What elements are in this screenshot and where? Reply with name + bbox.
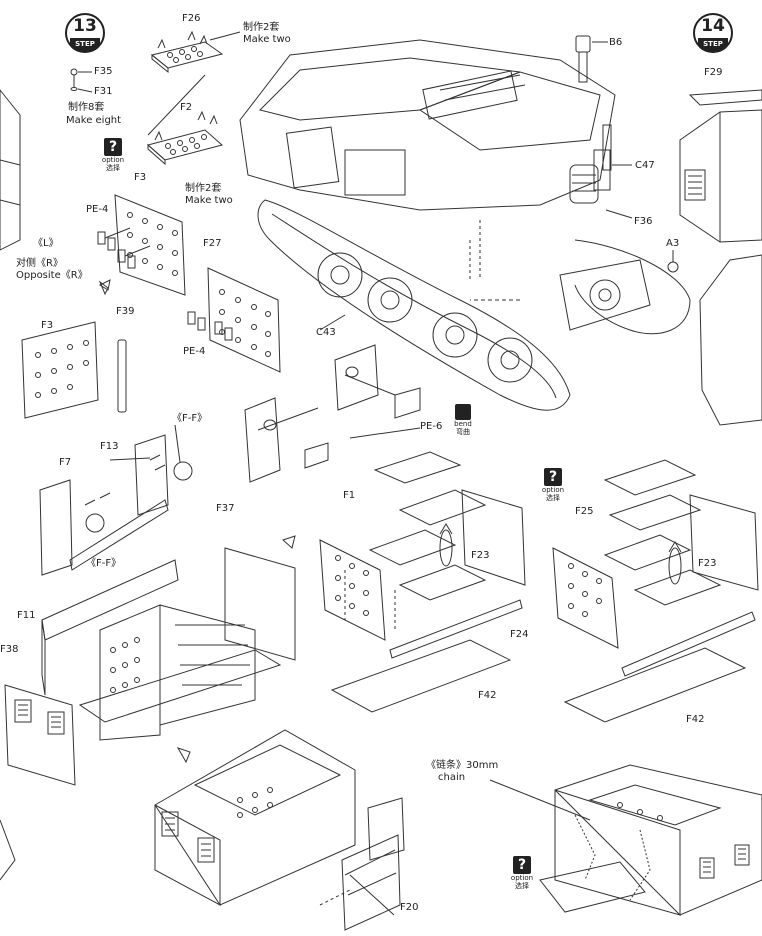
pe4-side-panel bbox=[97, 194, 186, 296]
bend-badge: bend 弯曲 bbox=[450, 404, 476, 436]
label-f23-a: F23 bbox=[471, 550, 490, 561]
f3-panel-f39-rod bbox=[21, 321, 127, 419]
label-f31: F31 bbox=[94, 86, 113, 97]
option-label-cn: 选择 bbox=[106, 164, 120, 172]
pe6-bent-part bbox=[244, 344, 421, 483]
step-14-icon bbox=[693, 13, 733, 53]
step-14-badge: 14 STEP bbox=[692, 12, 734, 54]
option-badge-3: ? option 选择 bbox=[502, 856, 542, 890]
f35-f31-pin bbox=[70, 68, 93, 93]
label-f2: F2 bbox=[180, 102, 193, 113]
label-make-two-cn-1: 制作2套 bbox=[243, 22, 280, 33]
label-f39: F39 bbox=[116, 306, 135, 317]
label-f11: F11 bbox=[17, 610, 36, 621]
label-f35: F35 bbox=[94, 66, 113, 77]
step-13-number: 13 bbox=[73, 16, 97, 36]
label-pe4-b: PE-4 bbox=[183, 346, 206, 357]
label-make-eight-en: Make eight bbox=[66, 115, 122, 126]
step-13-icon bbox=[65, 13, 105, 53]
label-f42-a: F42 bbox=[478, 690, 497, 701]
label-a3: A3 bbox=[666, 238, 680, 249]
label-pe6: PE-6 bbox=[420, 421, 443, 432]
label-f38: F38 bbox=[0, 644, 19, 655]
step-14-word: STEP bbox=[703, 40, 723, 48]
label-make-eight-cn: 制作8套 bbox=[68, 102, 105, 113]
label-f20: F20 bbox=[400, 902, 419, 913]
label-chain-cn: 《链条》30mm bbox=[426, 760, 499, 771]
direction-arrows bbox=[98, 279, 296, 764]
label-c43: C43 bbox=[316, 327, 336, 338]
step-13-word: STEP bbox=[75, 40, 95, 48]
bend-label-cn: 弯曲 bbox=[456, 428, 470, 436]
bend-icon bbox=[455, 404, 471, 420]
rack-assembly-center bbox=[319, 451, 526, 713]
label-f1: F1 bbox=[343, 490, 356, 501]
label-make-two-cn-2: 制作2套 bbox=[185, 183, 222, 194]
label-f25: F25 bbox=[575, 506, 594, 517]
label-f26: F26 bbox=[182, 13, 201, 24]
f7-f13-frame bbox=[39, 424, 193, 576]
option-mark: ? bbox=[104, 138, 122, 156]
label-ff-b: 《F-F》 bbox=[86, 558, 122, 569]
option-label-en: option bbox=[510, 874, 534, 882]
rack-assembly-left bbox=[4, 547, 296, 786]
option-badge-1: ? option 选择 bbox=[93, 138, 133, 172]
label-f42-b: F42 bbox=[686, 714, 705, 725]
box-assembly-bottom-right bbox=[489, 764, 762, 917]
label-opposite-cn: 对侧《R》 bbox=[16, 258, 63, 269]
label-pe4-a: PE-4 bbox=[86, 204, 109, 215]
option-badge-2: ? option 选择 bbox=[533, 468, 573, 502]
label-f36: F36 bbox=[634, 216, 653, 227]
left-edge-panel bbox=[0, 89, 21, 251]
rack-assembly-right bbox=[552, 459, 759, 723]
label-l-side: 《L》 bbox=[33, 238, 59, 249]
label-f13: F13 bbox=[100, 441, 119, 452]
label-make-two-en-2: Make two bbox=[185, 195, 233, 206]
label-chain-en: chain bbox=[438, 772, 466, 783]
label-f3-top: F3 bbox=[134, 172, 147, 183]
option-label-en: option bbox=[101, 156, 125, 164]
label-f23-b: F23 bbox=[698, 558, 717, 569]
label-c47: C47 bbox=[635, 160, 655, 171]
label-opposite-en: Opposite《R》 bbox=[16, 270, 88, 281]
left-bottom-partial bbox=[0, 819, 16, 881]
label-f7: F7 bbox=[59, 457, 72, 468]
label-b6: B6 bbox=[609, 37, 623, 48]
box-assembly-bottom-center bbox=[154, 729, 405, 931]
f27-side-panel bbox=[187, 267, 281, 373]
step-14-number: 14 bbox=[701, 16, 725, 36]
f2-plate-illustration bbox=[146, 74, 224, 166]
option-label-cn: 选择 bbox=[546, 494, 560, 502]
label-f24: F24 bbox=[510, 629, 529, 640]
f26-plate-illustration bbox=[150, 30, 241, 74]
bend-label-en: bend bbox=[454, 420, 472, 428]
step-13-badge: 13 STEP bbox=[64, 12, 106, 54]
label-f27: F27 bbox=[203, 238, 222, 249]
f29-box-illustration bbox=[679, 89, 762, 426]
option-label-cn: 选择 bbox=[515, 882, 529, 890]
tractor-hull-illustration bbox=[239, 35, 691, 411]
option-mark: ? bbox=[544, 468, 562, 486]
label-ff-a: 《F-F》 bbox=[172, 413, 208, 424]
label-f37: F37 bbox=[216, 503, 235, 514]
label-f3-mid: F3 bbox=[41, 320, 54, 331]
option-mark: ? bbox=[513, 856, 531, 874]
option-label-en: option bbox=[541, 486, 565, 494]
label-make-two-en-1: Make two bbox=[243, 34, 291, 45]
label-f29: F29 bbox=[704, 67, 723, 78]
